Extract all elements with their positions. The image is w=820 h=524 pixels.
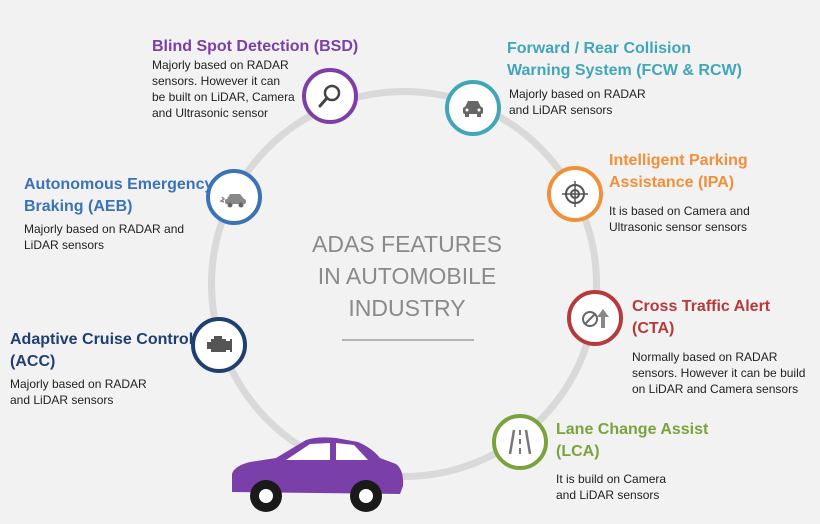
fcw-node <box>445 80 501 136</box>
lca-description: It is build on Camera and LiDAR sensors <box>556 472 667 502</box>
aeb-description: Majorly based on RADAR and LiDAR sensors <box>24 222 185 252</box>
road-lanes-icon <box>508 429 532 455</box>
ipa-title: Intelligent Parking Assistance (IPA) <box>609 152 748 191</box>
center-divider <box>342 339 474 341</box>
lca-title: Lane Change Assist (LCA) <box>556 421 709 460</box>
ipa-node <box>547 166 603 222</box>
fcw-title: Forward / Rear Collision Warning System … <box>507 40 742 79</box>
aeb-node <box>206 169 262 225</box>
ipa-description: It is based on Camera and Ultrasonic sen… <box>609 204 750 234</box>
no-entry-arrow-icon <box>582 309 609 328</box>
cta-node <box>567 290 623 346</box>
sedan-car-icon <box>232 437 404 512</box>
center-title: ADAS FEATURES IN AUTOMOBILE INDUSTRY <box>312 231 502 321</box>
crosshair-icon <box>562 181 588 207</box>
magnifier-icon <box>318 84 341 108</box>
feature-ring <box>208 88 600 480</box>
bsd-node <box>302 68 358 124</box>
acc-node <box>191 317 247 373</box>
engine-icon <box>207 336 232 352</box>
lca-node <box>492 414 548 470</box>
acc-description: Majorly based on RADAR and LiDAR sensors <box>10 377 147 407</box>
cta-title: Cross Traffic Alert (CTA) <box>632 298 771 337</box>
car-front-icon <box>463 101 483 117</box>
acc-title: Adaptive Cruise Control (ACC) <box>10 331 194 370</box>
bsd-description: Majorly based on RADAR sensors. However … <box>152 58 295 120</box>
cta-description: Normally based on RADAR sensors. However… <box>632 350 806 396</box>
car-crash-icon <box>219 194 246 208</box>
aeb-title: Autonomous Emergency Braking (AEB) <box>24 176 214 215</box>
fcw-description: Majorly based on RADAR and LiDAR sensors <box>509 87 646 117</box>
bsd-title: Blind Spot Detection (BSD) <box>152 38 359 55</box>
